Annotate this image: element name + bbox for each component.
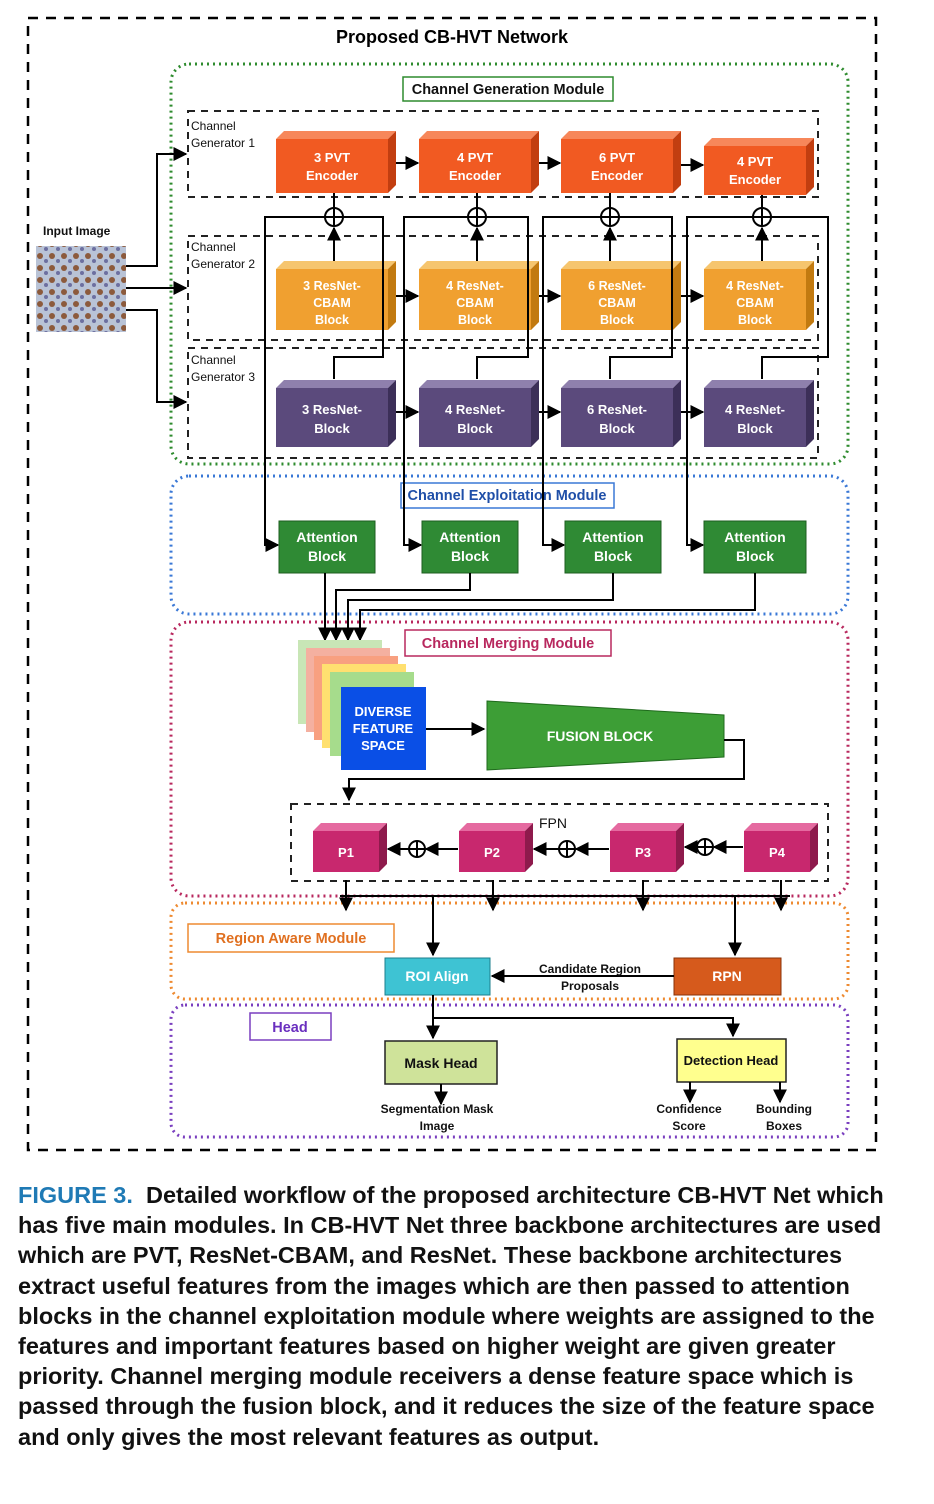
figure-label: FIGURE 3. — [18, 1182, 133, 1208]
svg-text:P2: P2 — [484, 845, 500, 860]
input-image-label: Input Image — [43, 224, 111, 238]
detection-head: Detection Head — [676, 1038, 787, 1083]
generator-1-box — [187, 110, 819, 198]
region-aware-module — [169, 901, 850, 1001]
generator-3-box — [187, 347, 819, 459]
fusion-block: FUSION BLOCK — [486, 700, 725, 771]
network-frame — [26, 16, 878, 1152]
svg-text:Detection Head: Detection Head — [684, 1053, 779, 1068]
svg-text:P1: P1 — [338, 845, 354, 860]
resnet-block-3: 6 ResNet-Block — [561, 380, 681, 447]
rpn: RPN — [673, 957, 782, 996]
svg-text:RPN: RPN — [712, 968, 742, 984]
caption-text: Detailed workflow of the proposed archit… — [18, 1182, 884, 1450]
svg-text:4 ResNet-Block: 4 ResNet-Block — [725, 402, 785, 436]
pyramid-p3: P3 — [610, 823, 684, 872]
svg-text:6 ResNet-Block: 6 ResNet-Block — [587, 402, 647, 436]
channel-exploitation-module — [169, 474, 850, 616]
mask-head: Mask Head — [384, 1040, 498, 1085]
svg-text:3 ResNet-Block: 3 ResNet-Block — [302, 402, 362, 436]
pyramid-p1: P1 — [313, 823, 387, 872]
svg-text:4 ResNet-Block: 4 ResNet-Block — [445, 402, 505, 436]
svg-text:P4: P4 — [769, 845, 786, 860]
svg-text:P3: P3 — [635, 845, 651, 860]
fpn-label: FPN — [539, 815, 567, 831]
svg-text:Mask Head: Mask Head — [404, 1055, 477, 1071]
resnet-block-2: 4 ResNet-Block — [419, 380, 539, 447]
figure-caption: FIGURE 3. Detailed workflow of the propo… — [18, 1180, 916, 1452]
input-image — [36, 246, 126, 332]
region-aware-label: Region Aware Module — [216, 931, 367, 947]
svg-text:ROI Align: ROI Align — [405, 968, 468, 984]
generator-2-box — [187, 235, 819, 341]
pyramid-p4: P4 — [744, 823, 818, 872]
channel-exploitation-label: Channel Exploitation Module — [408, 488, 607, 504]
resnet-block-1: 3 ResNet-Block — [276, 380, 396, 447]
fpn-box — [290, 803, 829, 882]
head-label: Head — [272, 1020, 307, 1036]
svg-text:FUSION BLOCK: FUSION BLOCK — [547, 728, 654, 744]
diagram-title: Proposed CB-HVT Network — [336, 27, 569, 47]
channel-generation-label: Channel Generation Module — [412, 82, 605, 98]
roi-align: ROI Align — [384, 957, 491, 996]
channel-merging-label: Channel Merging Module — [422, 636, 594, 652]
head-module — [169, 1003, 850, 1139]
resnet-block-4: 4 ResNet-Block — [704, 380, 814, 447]
channel-generation-module — [169, 62, 850, 466]
pyramid-p2: P2 — [459, 823, 533, 872]
